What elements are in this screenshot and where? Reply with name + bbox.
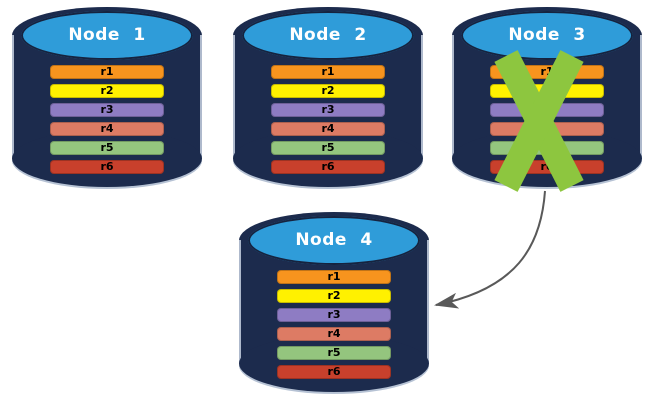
replica-bar-r4: r4	[50, 122, 164, 136]
replica-bar-r4: r4	[277, 327, 391, 341]
node-2-replica-stack: r1 r2 r3 r4 r5 r6	[233, 65, 423, 174]
replica-bar-r1: r1	[277, 270, 391, 284]
node-2-title: Node 2	[289, 25, 367, 45]
replica-bar-r5: r5	[271, 141, 385, 155]
replica-bar-r1: r1	[271, 65, 385, 79]
replica-bar-r6: r6	[277, 365, 391, 379]
node-4-title: Node 4	[295, 230, 373, 250]
node-1-replica-stack: r1 r2 r3 r4 r5 r6	[12, 65, 202, 174]
replica-bar-r1: r1	[50, 65, 164, 79]
node-2-cylinder-bottom	[233, 130, 423, 187]
node-1-cylinder-face	[21, 11, 193, 60]
replica-bar-r3: r3	[277, 308, 391, 322]
replica-bar-r3: r3	[271, 103, 385, 117]
node-2-cylinder-face	[242, 11, 414, 60]
node-1-cylinder-bottom	[12, 130, 202, 187]
replica-bar-r2: r2	[271, 84, 385, 98]
replica-bar-r6: r6	[271, 160, 385, 174]
replica-bar-r2: r2	[277, 289, 391, 303]
replica-bar-r5: r5	[277, 346, 391, 360]
node-4-cylinder-face	[248, 216, 420, 265]
replica-bar-r5: r5	[50, 141, 164, 155]
replica-bar-r2: r2	[50, 84, 164, 98]
replica-bar-r6: r6	[50, 160, 164, 174]
node-4: Node 4 r1 r2 r3 r4 r5 r6	[239, 212, 429, 392]
node-3: Node 3 r1 r2 r3 r4 r5 r6	[452, 7, 642, 192]
node-4-replica-stack: r1 r2 r3 r4 r5 r6	[239, 270, 429, 379]
failover-arrow-path	[434, 190, 546, 309]
node-1: Node 1 r1 r2 r3 r4 r5 r6	[12, 7, 202, 187]
node-1-title: Node 1	[68, 25, 146, 45]
node-3-cylinder-face	[461, 11, 633, 60]
replica-bar-r4: r4	[271, 122, 385, 136]
replica-bar-r3: r3	[50, 103, 164, 117]
node-3-title: Node 3	[508, 25, 586, 45]
node-4-cylinder-bottom	[239, 335, 429, 392]
node-2: Node 2 r1 r2 r3 r4 r5 r6	[233, 7, 423, 187]
failure-x-icon	[494, 50, 584, 192]
